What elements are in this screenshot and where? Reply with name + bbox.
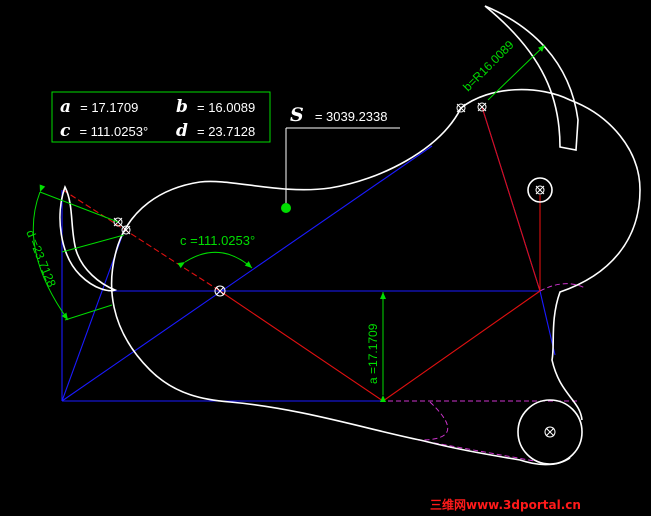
- angle-c-arc: [177, 251, 253, 269]
- center-mark-2: [121, 225, 131, 235]
- watermark: 三维网www.3dportal.cn: [430, 497, 581, 512]
- angle-c-text: c =111.0253°: [180, 233, 255, 248]
- parameter-box: a = 17.1709 b = 16.0089 c = 111.0253° d …: [51, 91, 271, 143]
- param-c: c = 111.0253°: [60, 121, 148, 141]
- param-a: a = 17.1709: [60, 97, 138, 117]
- area-label: S = 3039.2338: [290, 104, 387, 126]
- dim-d-arc: [32, 184, 69, 321]
- param-b: b = 16.0089: [176, 97, 255, 117]
- blue-diagonal: [61, 145, 433, 402]
- center-marks: [113, 102, 556, 438]
- red-line-bottom-to-right: [382, 290, 541, 402]
- dim-d-ext-1: [39, 191, 119, 223]
- hidden-small-arc: [419, 401, 449, 441]
- area-point: [281, 203, 291, 213]
- dim-b-text: b=R16.0089: [460, 38, 517, 95]
- main-profile-bottom: [419, 439, 571, 466]
- center-mark-7: [544, 426, 556, 438]
- dim-d-ext-2: [64, 304, 113, 321]
- dim-a-text: a =17.1709: [366, 323, 380, 384]
- main-profile-left: [110, 107, 462, 441]
- top-right-hook: [484, 5, 579, 151]
- center-mark-5: [477, 102, 487, 112]
- red-construction: [62, 106, 541, 402]
- parameter-box-frame: [51, 91, 271, 143]
- pivot-circle: [527, 177, 553, 203]
- hidden-lines: [108, 283, 586, 463]
- center-mark-3: [214, 285, 226, 297]
- hidden-arc-right: [539, 283, 586, 292]
- dim-d-ext-3: [61, 234, 125, 253]
- dim-d-text: d =23.7128: [23, 228, 59, 290]
- bottom-right-boss: [517, 399, 583, 465]
- main-profile-right: [460, 88, 641, 421]
- part-outline: [59, 5, 641, 466]
- center-mark-6: [535, 185, 545, 195]
- dim-b-leader: [487, 44, 546, 101]
- red-dashed-upper: [62, 189, 221, 292]
- red-link-right: [481, 106, 541, 292]
- area-symbol: S: [290, 104, 304, 126]
- blue-construction: [61, 106, 556, 402]
- param-d: d = 23.7128: [176, 121, 255, 141]
- red-line-center-to-bottom: [219, 290, 384, 402]
- dimension-geometry: [32, 44, 546, 402]
- center-mark-4: [456, 103, 466, 113]
- area-value: = 3039.2338: [315, 109, 388, 124]
